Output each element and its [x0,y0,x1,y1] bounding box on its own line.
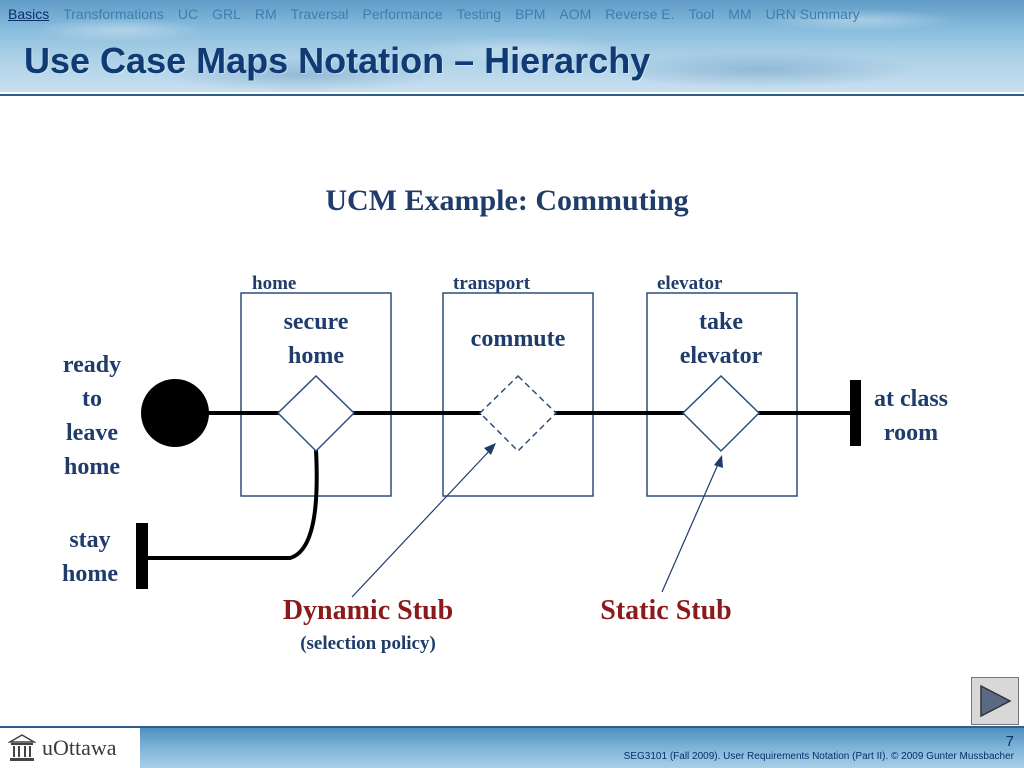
start-label-line1: ready [63,352,121,378]
dynamic-stub-label: Dynamic Stub [283,595,453,626]
stub-label-secure-line2: home [288,343,344,369]
logo-text: uOttawa [42,735,117,760]
branch-path [142,449,319,560]
section-nav: Basics Transformations UC GRL RM Travers… [8,6,860,26]
start-point [141,379,209,447]
component-label-home: home [252,273,296,294]
nav-bpm[interactable]: BPM [515,6,546,22]
nav-uc[interactable]: UC [177,6,199,22]
nav-testing[interactable]: Testing [456,6,502,22]
static-stub-take-elevator [681,374,761,453]
start-label-line4: home [64,454,120,480]
nav-traversal[interactable]: Traversal [290,6,349,22]
start-label-line3: leave [66,420,118,446]
stub-label-take-line1: take [699,309,743,335]
static-stub-arrowhead [714,455,723,468]
footer-text: SEG3101 (Fall 2009). User Requirements N… [623,751,1014,762]
slide-title: Use Case Maps Notation – Hierarchy [24,40,651,81]
nav-urn-summary[interactable]: URN Summary [765,6,860,22]
ucm-diagram: UCM Example: Commuting home transport el… [62,184,948,654]
footer-divider [0,726,1024,728]
header-banner [0,0,1024,92]
nav-rm[interactable]: RM [254,6,277,22]
alt-end-label-line2: home [62,561,118,587]
page-number: 7 [1005,733,1014,750]
building-icon [8,734,36,761]
nav-aom[interactable]: AOM [559,6,592,22]
stub-label-secure-line1: secure [284,309,349,335]
static-stub-secure-home [276,374,356,453]
footer-banner [0,728,1024,768]
static-stub-arrow [661,461,720,593]
nav-transformations[interactable]: Transformations [63,6,164,22]
nav-performance[interactable]: Performance [362,6,443,22]
nav-tool[interactable]: Tool [688,6,715,22]
end-point-class-room [850,380,861,446]
nav-grl[interactable]: GRL [212,6,241,22]
end-point-stay-home [136,523,148,589]
component-box-transport [442,292,594,497]
next-slide-button[interactable] [971,677,1019,725]
component-box-elevator [646,292,798,497]
nav-reverse-e[interactable]: Reverse E. [605,6,675,22]
component-label-transport: transport [453,273,531,294]
stub-label-commute: commute [471,326,566,352]
dynamic-stub-note: (selection policy) [300,633,436,654]
header-divider [0,94,1024,96]
dynamic-stub-commute [478,374,558,453]
nav-basics[interactable]: Basics [8,6,50,22]
start-label-line2: to [82,386,102,412]
dynamic-stub-arrow [351,447,493,598]
end-label-line2: room [884,420,938,446]
alt-end-label-line1: stay [69,527,110,553]
static-stub-label: Static Stub [600,595,731,626]
play-arrow-icon [980,684,1012,718]
component-label-elevator: elevator [657,273,723,294]
nav-mm[interactable]: MM [728,6,752,22]
end-label-line1: at class [874,386,948,412]
dynamic-stub-arrowhead [484,443,496,455]
university-logo: uOttawa [0,728,140,768]
stub-label-take-line2: elevator [680,343,763,369]
diagram-title: UCM Example: Commuting [325,184,688,217]
